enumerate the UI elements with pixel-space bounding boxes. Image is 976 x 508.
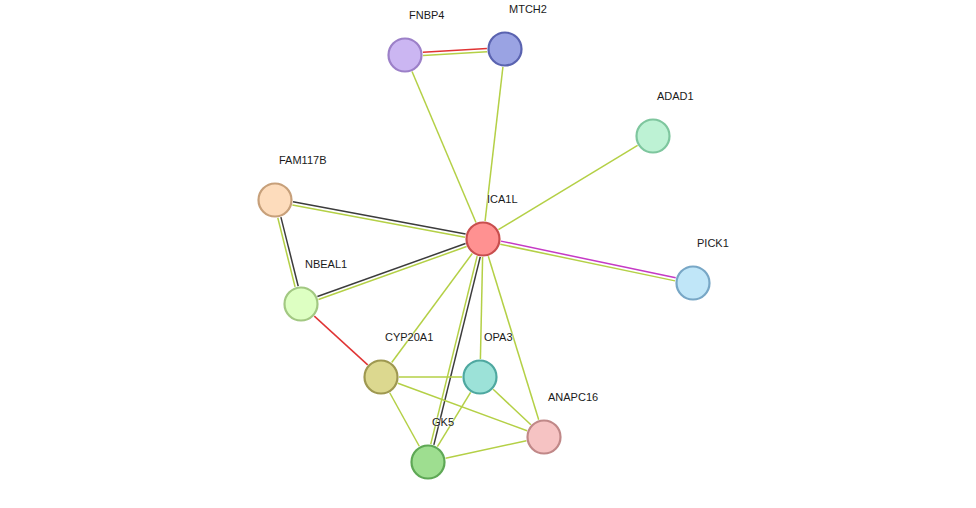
protein-label: ICA1L xyxy=(487,193,518,205)
protein-label: CYP20A1 xyxy=(385,331,433,343)
protein-node: GK5 xyxy=(410,444,446,480)
node-circle xyxy=(462,359,498,395)
interaction-line xyxy=(314,316,367,365)
protein-label: FAM117B xyxy=(279,154,327,166)
interaction-line xyxy=(278,218,295,287)
interaction-line xyxy=(423,52,487,56)
interaction-line xyxy=(493,389,531,424)
interaction-line xyxy=(446,441,527,458)
protein-node: FNBP4 xyxy=(387,37,423,73)
interaction-line xyxy=(498,145,637,229)
protein-node: PICK1 xyxy=(675,265,711,301)
interaction-line xyxy=(431,256,477,444)
node-circle xyxy=(465,221,501,257)
interaction-line xyxy=(501,241,676,278)
protein-node: OPA3 xyxy=(462,359,498,395)
node-circle xyxy=(283,286,319,322)
protein-node: ADAD1 xyxy=(635,118,671,154)
protein-node: CYP20A1 xyxy=(363,359,399,395)
protein-label: GK5 xyxy=(432,416,454,428)
protein-label: OPA3 xyxy=(484,331,513,343)
interaction-line xyxy=(412,72,476,223)
node-circle xyxy=(387,37,423,73)
node-circle xyxy=(487,31,523,67)
interaction-line xyxy=(480,257,482,359)
node-circle xyxy=(635,118,671,154)
interaction-line xyxy=(281,217,298,286)
protein-node: MTCH2 xyxy=(487,31,523,67)
node-circle xyxy=(410,444,446,480)
node-circle xyxy=(675,265,711,301)
protein-label: NBEAL1 xyxy=(305,258,347,270)
protein-label: ADAD1 xyxy=(657,90,694,102)
interaction-line xyxy=(392,253,473,362)
protein-label: FNBP4 xyxy=(409,9,444,21)
interaction-line xyxy=(390,393,420,446)
interaction-line xyxy=(293,202,466,234)
interaction-line xyxy=(292,205,465,237)
protein-label: ANAPC16 xyxy=(548,391,598,403)
protein-label: MTCH2 xyxy=(509,3,547,15)
protein-node: ANAPC16 xyxy=(526,419,562,455)
node-circle xyxy=(363,359,399,395)
node-circle xyxy=(526,419,562,455)
protein-node: FAM117B xyxy=(257,182,293,218)
interaction-line xyxy=(500,244,675,281)
protein-node: ICA1L xyxy=(465,221,501,257)
node-circle xyxy=(257,182,293,218)
protein-node: NBEAL1 xyxy=(283,286,319,322)
protein-label: PICK1 xyxy=(697,237,729,249)
interaction-line xyxy=(399,376,462,378)
